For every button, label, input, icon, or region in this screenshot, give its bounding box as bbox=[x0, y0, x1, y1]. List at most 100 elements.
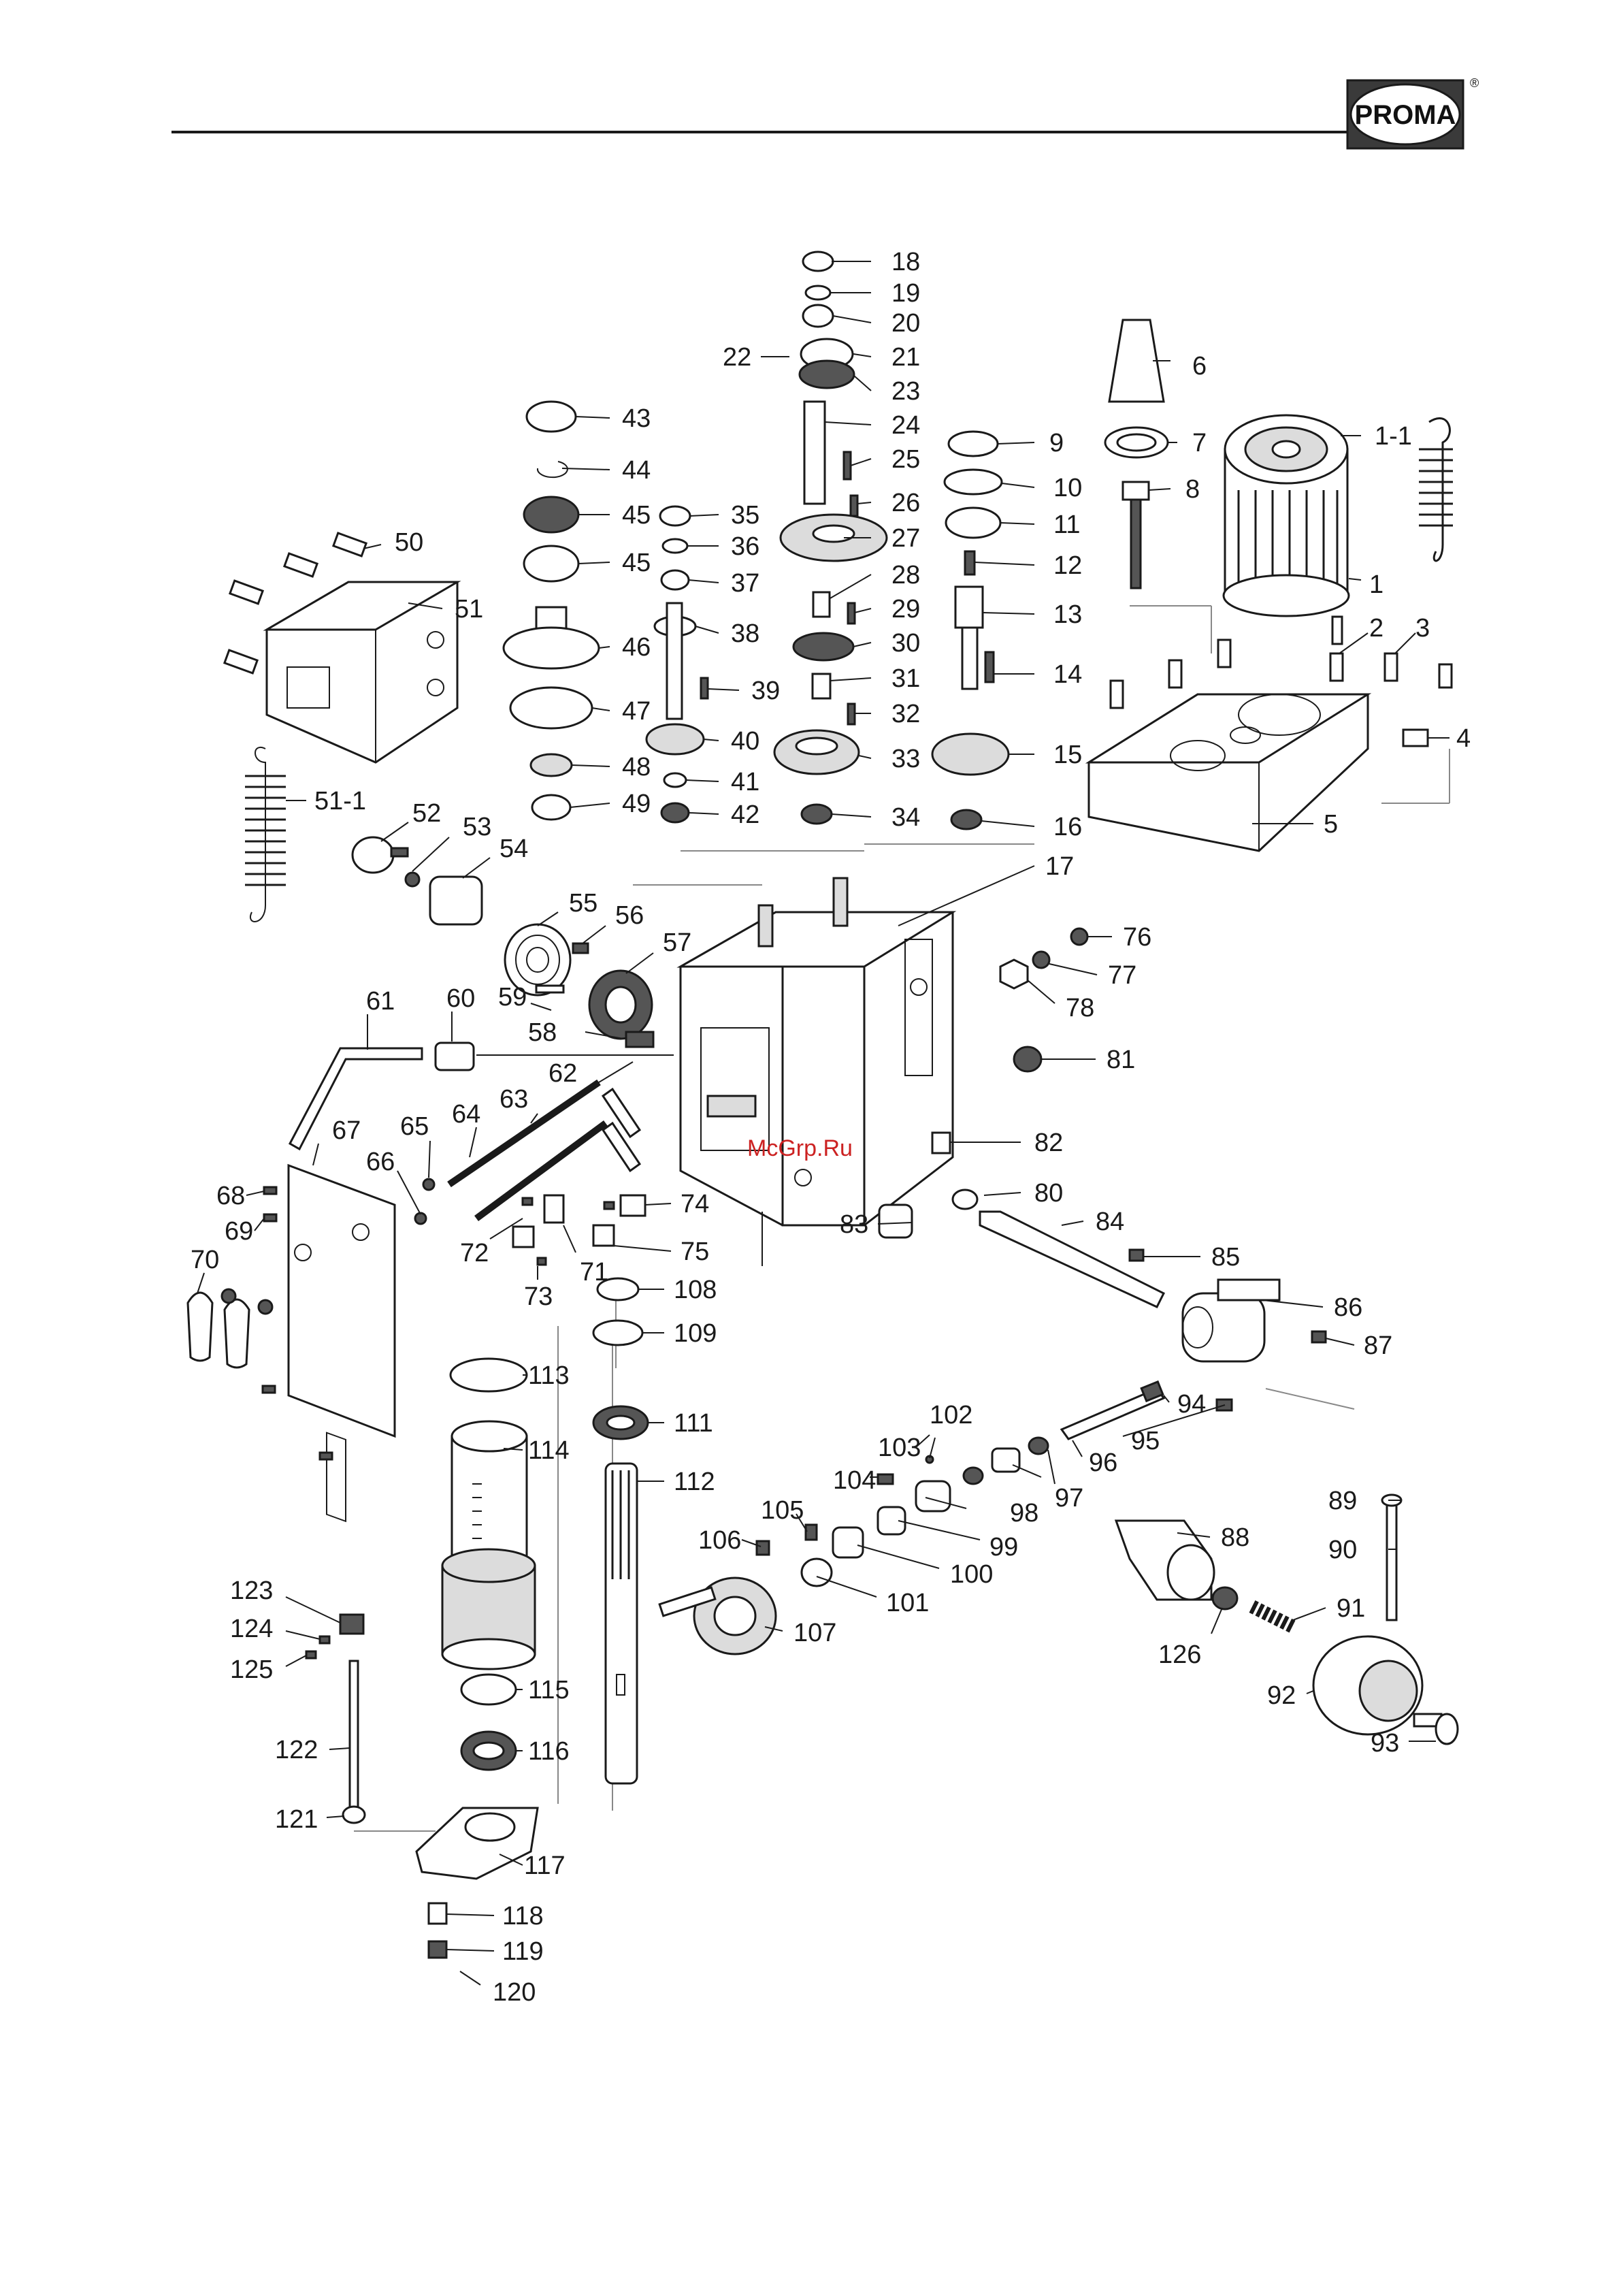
brand-logo-text: PROMA bbox=[1355, 100, 1456, 130]
registered-mark: ® bbox=[1470, 76, 1479, 90]
callout-c80: 80 bbox=[1034, 1179, 1063, 1208]
callout-c17: 17 bbox=[1045, 852, 1074, 881]
callout-c125: 125 bbox=[230, 1655, 273, 1684]
callout-c68: 68 bbox=[216, 1182, 245, 1210]
shift-rods bbox=[414, 1079, 642, 1225]
callout-c113: 113 bbox=[528, 1361, 570, 1390]
callout-c95: 95 bbox=[1131, 1427, 1160, 1455]
callout-c55: 55 bbox=[569, 889, 597, 918]
callout-c104: 104 bbox=[833, 1466, 876, 1495]
callout-c97: 97 bbox=[1055, 1484, 1083, 1513]
callout-c24: 24 bbox=[891, 411, 920, 440]
callout-c116: 116 bbox=[528, 1737, 570, 1766]
callout-c71: 71 bbox=[580, 1258, 608, 1287]
center-gear-stack bbox=[773, 250, 888, 825]
callout-c115: 115 bbox=[528, 1676, 570, 1704]
callout-c59: 59 bbox=[498, 983, 527, 1012]
callout-c3: 3 bbox=[1415, 614, 1430, 643]
callout-c41: 41 bbox=[731, 768, 759, 796]
callout-c46: 46 bbox=[622, 633, 651, 662]
callout-c109: 109 bbox=[674, 1319, 717, 1348]
callout-c101: 101 bbox=[886, 1589, 929, 1617]
callout-c126: 126 bbox=[1158, 1640, 1201, 1669]
callout-c4: 4 bbox=[1456, 724, 1471, 753]
callout-c87: 87 bbox=[1364, 1331, 1392, 1360]
callout-c102: 102 bbox=[930, 1401, 972, 1429]
quill-sleeve bbox=[441, 1357, 536, 1771]
callout-c53: 53 bbox=[463, 813, 491, 841]
left-spindle-stack bbox=[645, 505, 709, 824]
callout-c65: 65 bbox=[400, 1112, 429, 1141]
callout-c89: 89 bbox=[1328, 1487, 1357, 1515]
callout-c60: 60 bbox=[446, 984, 475, 1013]
callout-c13: 13 bbox=[1053, 600, 1082, 629]
callout-c62: 62 bbox=[548, 1059, 577, 1088]
callout-c28: 28 bbox=[891, 561, 920, 589]
callout-c2: 2 bbox=[1369, 614, 1383, 643]
callout-c25: 25 bbox=[891, 445, 920, 474]
callout-c51_1: 51-1 bbox=[314, 787, 366, 815]
callout-c61: 61 bbox=[366, 987, 395, 1016]
callout-c64: 64 bbox=[452, 1100, 480, 1129]
callout-c100: 100 bbox=[950, 1560, 993, 1589]
callout-c74: 74 bbox=[681, 1190, 709, 1218]
callout-c88: 88 bbox=[1221, 1523, 1249, 1552]
callout-c98: 98 bbox=[1010, 1499, 1038, 1527]
callout-c77: 77 bbox=[1108, 961, 1136, 990]
callout-c58: 58 bbox=[528, 1018, 557, 1047]
callout-c40: 40 bbox=[731, 727, 759, 756]
taper-sleeve bbox=[1104, 319, 1169, 589]
callout-c84: 84 bbox=[1096, 1208, 1124, 1236]
callout-c1_1: 1-1 bbox=[1375, 422, 1412, 451]
quill-stop-assembly bbox=[1114, 1493, 1459, 1745]
callout-c8: 8 bbox=[1185, 475, 1200, 504]
return-spring bbox=[245, 747, 286, 922]
callout-c15: 15 bbox=[1053, 741, 1082, 769]
callout-c73: 73 bbox=[524, 1282, 553, 1311]
callout-c85: 85 bbox=[1211, 1243, 1240, 1272]
callout-c33: 33 bbox=[891, 745, 920, 773]
callout-c86: 86 bbox=[1334, 1293, 1362, 1322]
callout-c96: 96 bbox=[1089, 1449, 1117, 1477]
callout-c30: 30 bbox=[891, 629, 920, 658]
callout-c47: 47 bbox=[622, 697, 651, 726]
callout-c42: 42 bbox=[731, 801, 759, 829]
callout-c99: 99 bbox=[989, 1533, 1018, 1562]
callout-c122: 122 bbox=[275, 1736, 318, 1764]
callout-c23: 23 bbox=[891, 377, 920, 406]
callout-c12: 12 bbox=[1053, 551, 1082, 580]
bearing-stack bbox=[502, 400, 600, 821]
callout-c16: 16 bbox=[1053, 813, 1082, 841]
motor-plate bbox=[1085, 693, 1372, 852]
callout-c76: 76 bbox=[1123, 923, 1151, 952]
callout-c56: 56 bbox=[615, 901, 644, 930]
callout-c120: 120 bbox=[493, 1978, 536, 2007]
callout-c57: 57 bbox=[663, 928, 691, 957]
callout-c103: 103 bbox=[878, 1434, 921, 1462]
spindle-parts bbox=[592, 1277, 649, 1785]
callout-c11: 11 bbox=[1053, 511, 1080, 539]
motor-spring bbox=[1419, 417, 1453, 562]
plate-screws bbox=[1109, 615, 1453, 747]
callout-c124: 124 bbox=[230, 1615, 273, 1643]
callout-c37: 37 bbox=[731, 569, 759, 598]
right-side-parts bbox=[878, 927, 1166, 1308]
callout-c114: 114 bbox=[528, 1436, 570, 1465]
callout-c91: 91 bbox=[1337, 1594, 1365, 1623]
callout-c75: 75 bbox=[681, 1238, 709, 1266]
callout-c50: 50 bbox=[395, 528, 423, 557]
cover-bolts bbox=[223, 532, 368, 675]
callout-c31: 31 bbox=[891, 664, 920, 693]
callout-c10: 10 bbox=[1053, 474, 1082, 502]
callout-c106: 106 bbox=[698, 1526, 741, 1555]
callout-c108: 108 bbox=[674, 1276, 717, 1304]
switch-parts bbox=[512, 1194, 646, 1266]
callout-c118: 118 bbox=[502, 1902, 544, 1930]
depth-stop-parts bbox=[305, 1613, 539, 1959]
control-panel-plate bbox=[261, 1163, 396, 1523]
callout-c18: 18 bbox=[891, 248, 920, 276]
callout-c105: 105 bbox=[761, 1496, 804, 1525]
